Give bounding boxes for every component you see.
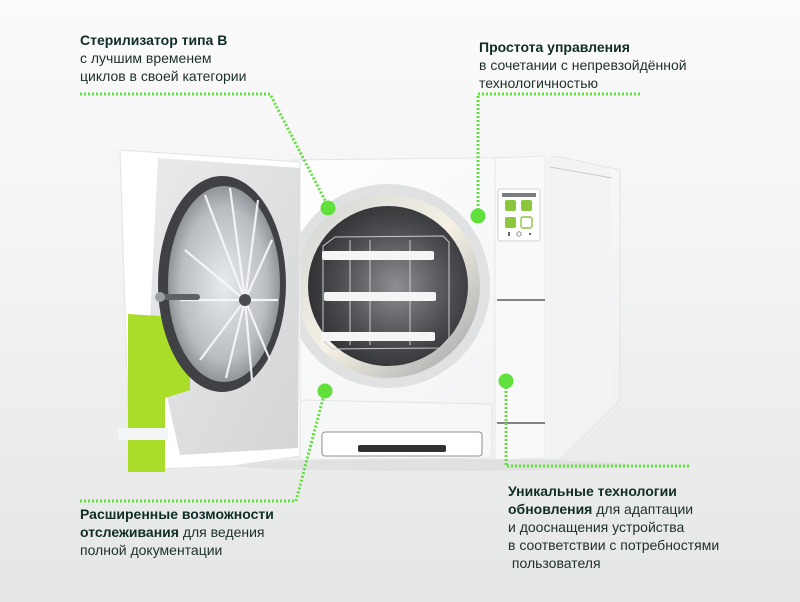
callout-text: технологичностью (479, 75, 598, 91)
screen-tile-3 (505, 217, 516, 228)
callout-text-part: для адаптации (592, 501, 694, 517)
screen-tile-1 (505, 200, 516, 211)
callout-text: полной документации (80, 542, 223, 558)
connector-bottom-right (504, 383, 690, 468)
callout-text: и дооснащения устройства (508, 519, 685, 535)
screen-tile-4 (520, 216, 533, 229)
callout-title-part: отслеживания (80, 524, 179, 540)
callout-title: Уникальные технологии (508, 483, 677, 499)
callout-ease-of-control: Простота управления в сочетании с непрев… (479, 38, 687, 92)
hotspot-dot-tracking (317, 383, 333, 399)
door-spokes (180, 187, 278, 381)
callout-upgrade-technologies: Уникальные технологии обновления для ада… (508, 482, 719, 572)
hotspot-dot-upgrades (498, 373, 514, 389)
control-panel-screen (497, 188, 541, 242)
hotspot-dot-chamber (320, 200, 336, 216)
callout-tracking: Расширенные возможности отслеживания для… (80, 505, 274, 559)
callout-text: циклов в своей категории (80, 68, 247, 84)
callout-text: в сочетании с непревзойдённой (479, 57, 687, 73)
connector-bottom-left (80, 390, 327, 503)
connector-top-right (476, 92, 640, 215)
connector-top-left (80, 92, 330, 207)
callout-text: с лучшим временем (80, 50, 212, 66)
callout-title: Стерилизатор типа B (80, 32, 228, 48)
callout-type-b-sterilizer: Стерилизатор типа B с лучшим временем ци… (80, 31, 246, 85)
open-door (118, 149, 301, 472)
callout-text: пользователя (508, 555, 601, 571)
screen-tile-2 (521, 200, 532, 211)
callout-text-part: для ведения (178, 524, 265, 540)
callout-title: Простота управления (479, 39, 630, 55)
callout-text: обновления для адаптации (508, 500, 719, 518)
callout-text: в соответствии с потребностями (508, 537, 720, 553)
hotspot-dot-controls (470, 208, 486, 224)
callout-text: отслеживания для ведения (80, 523, 274, 541)
callout-title-part: обновления (508, 501, 593, 517)
callout-title: Расширенные возможности (80, 506, 274, 522)
sterilization-chamber (286, 184, 490, 388)
